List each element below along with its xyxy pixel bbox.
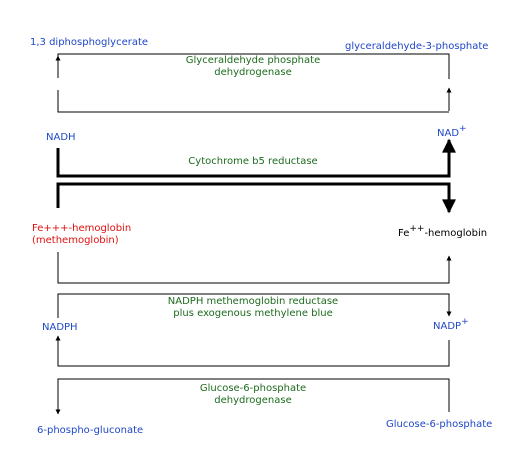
cytochrome-b5-reductase-label: Cytochrome b5 reductase: [188, 156, 318, 167]
reduced-hemoglobin-label: Fe++-hemoglobin: [398, 224, 488, 240]
methemoglobin-label-1: Fe+++-hemoglobin: [32, 223, 132, 234]
methemoglobin-label-2: (methemoglobin): [32, 235, 119, 246]
nadph-reductase-label-1: NADPH methemoglobin reductase: [167, 296, 339, 307]
g6pd-arrow: [57, 378, 450, 412]
g6pd-enzyme-label-2: dehydrogenase: [214, 395, 292, 406]
gapdh-lower-arrow: [57, 90, 449, 113]
gapdh-enzyme-label-2: dehydrogenase: [214, 67, 292, 78]
cytochrome-lower-arrow: [56, 182, 451, 208]
nadh-label: NADH: [46, 132, 76, 143]
g6pd-enzyme-label-1: Glucose-6-phosphate: [199, 383, 307, 394]
phosphogluconate-label: 6-phospho-gluconate: [37, 425, 144, 436]
nadph-upper-arrow: [57, 293, 450, 318]
glucose-6-phosphate-label: Glucose-6-phosphate: [386, 419, 493, 430]
diphosphoglycerate-label: 1,3 diphosphoglycerate: [30, 37, 149, 48]
nadp-plus-label: NADP+: [433, 317, 469, 333]
cytochrome-upper-arrow: [56, 148, 451, 178]
methemoglobin-reduction-arrow: [57, 252, 450, 284]
nadph-label: NADPH: [42, 322, 78, 333]
glyceraldehyde-3-phosphate-label: glyceraldehyde-3-phosphate: [345, 41, 489, 52]
nadph-reductase-label-2: plus exogenous methylene blue: [173, 308, 333, 319]
gapdh-enzyme-label-1: Glyceraldehyde phosphate: [185, 55, 321, 66]
nadph-lower-arrow: [57, 340, 450, 367]
nad-plus-label: NAD+: [437, 124, 467, 140]
